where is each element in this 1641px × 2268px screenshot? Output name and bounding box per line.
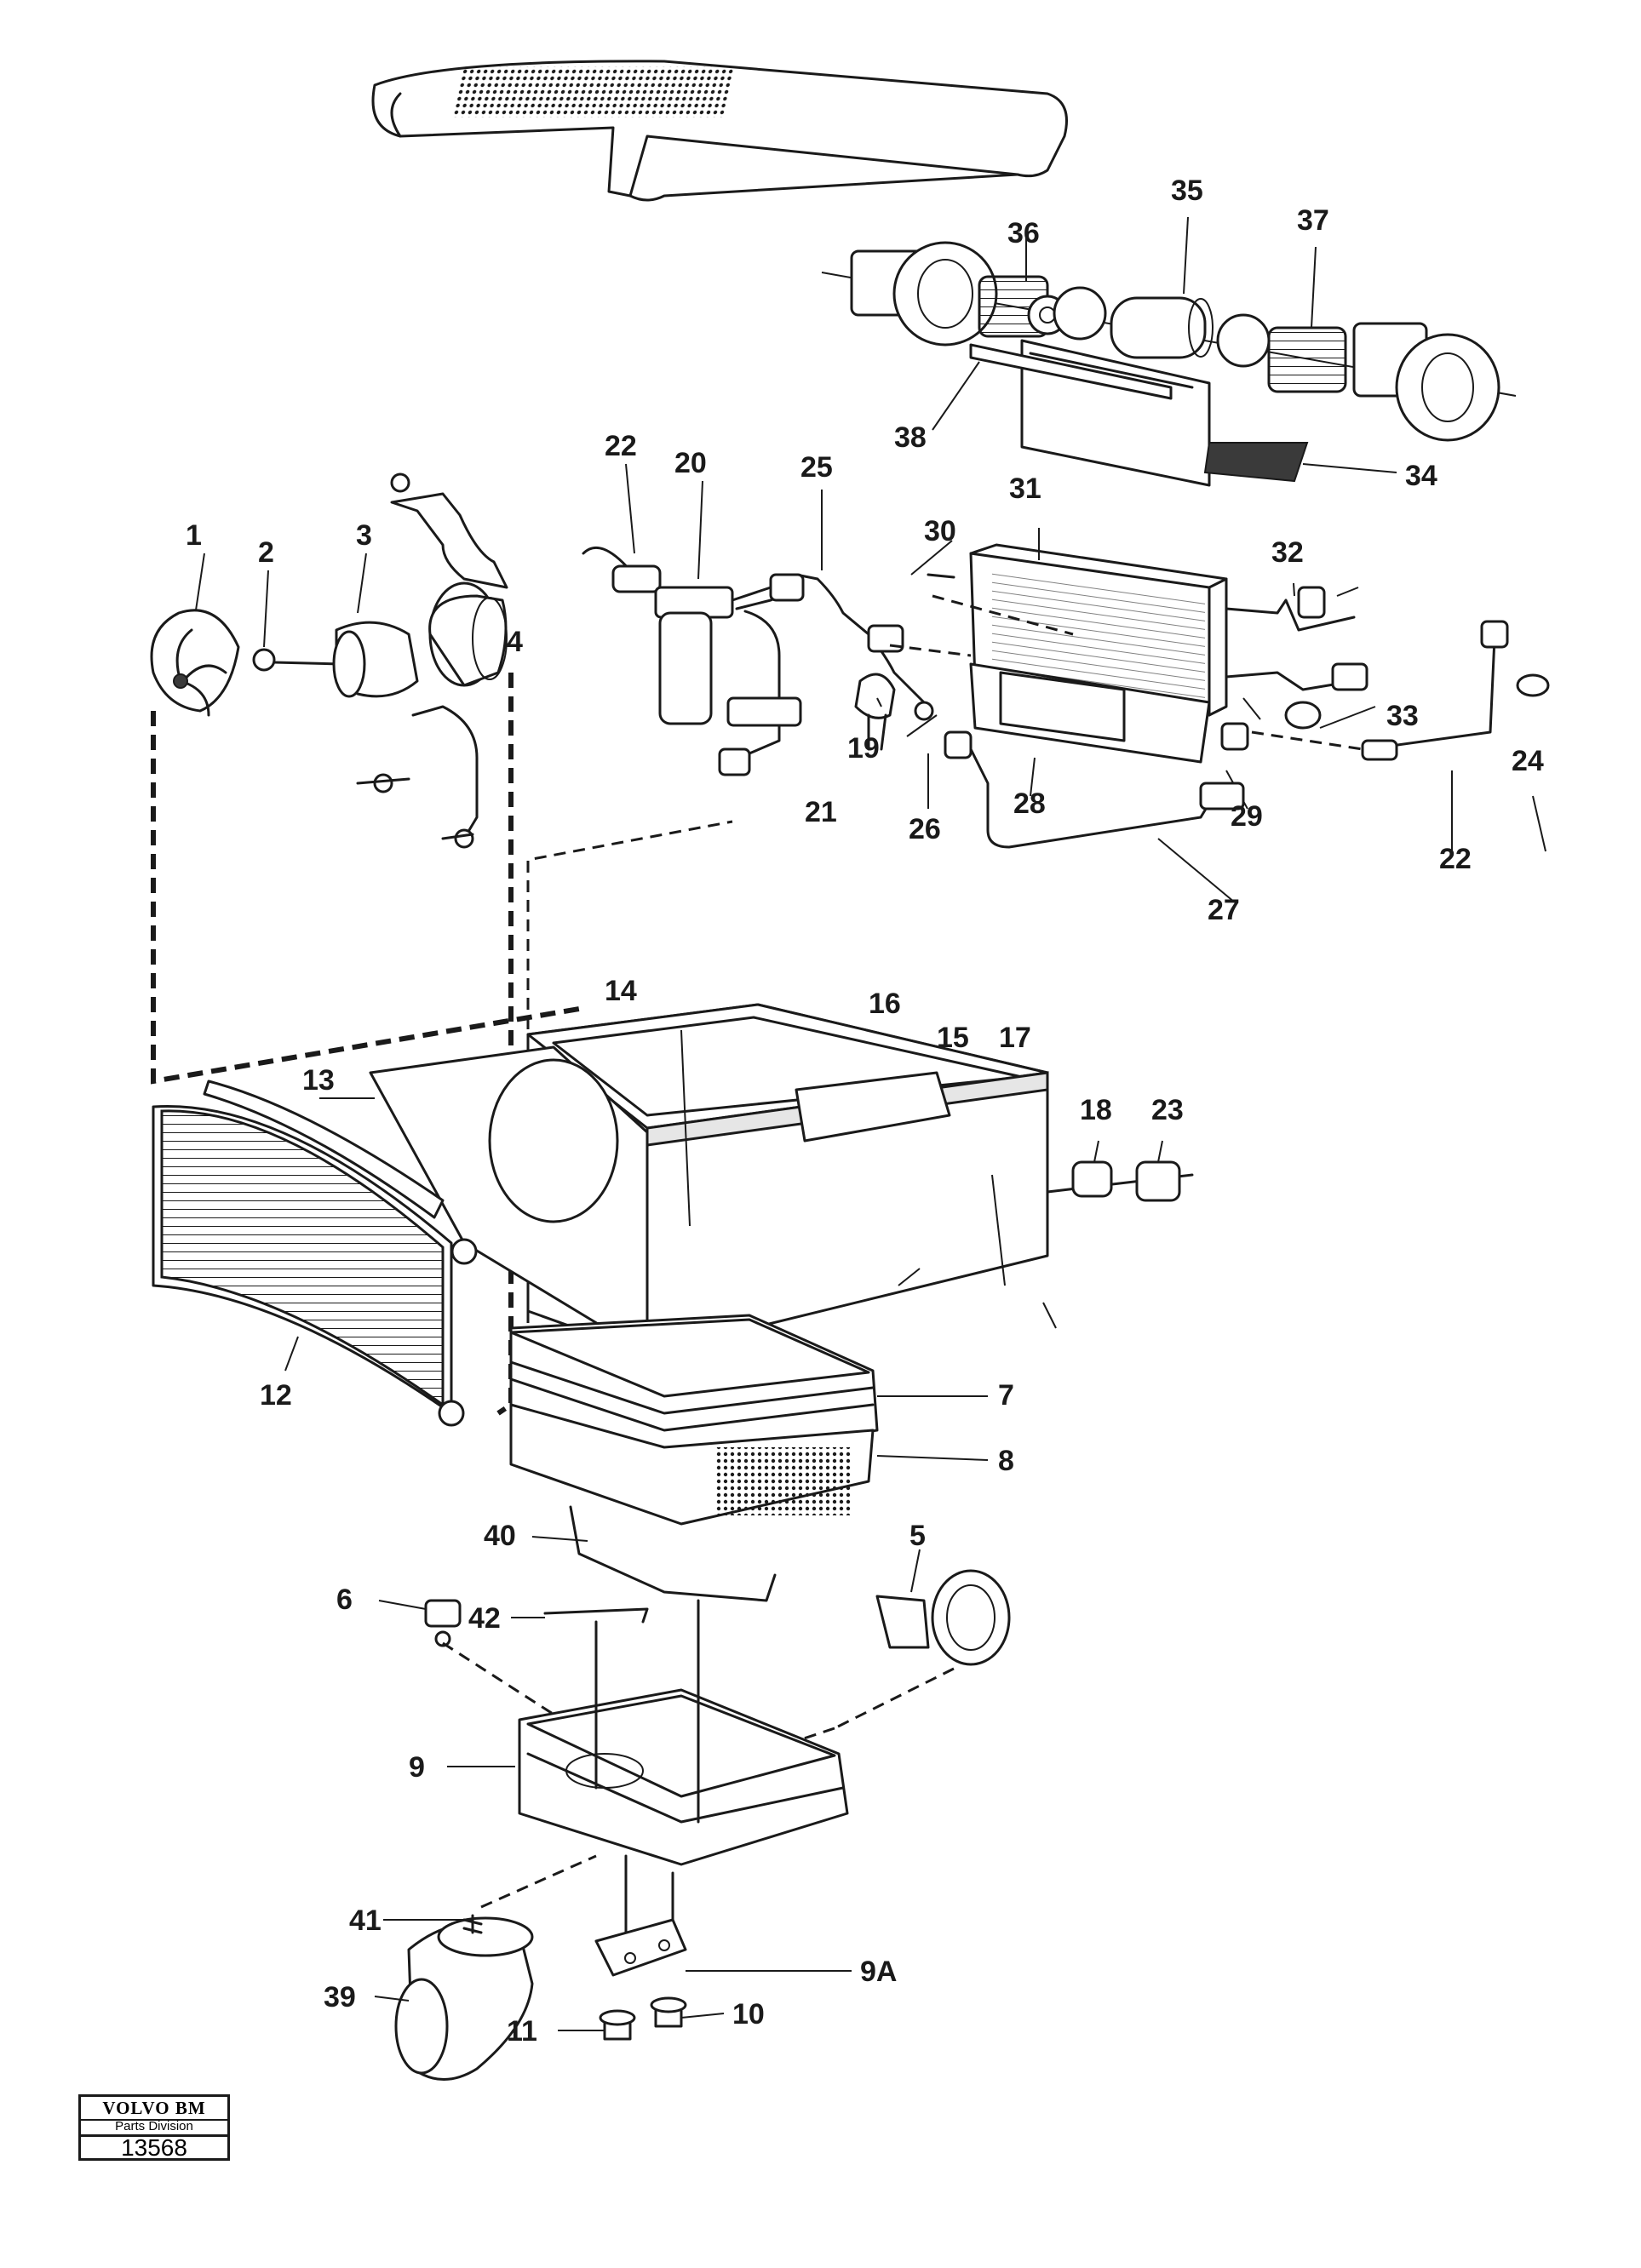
fan-motor-group (150, 472, 508, 849)
callout-24: 24 (1512, 745, 1544, 777)
callout-29: 29 (1231, 800, 1263, 833)
callout-14: 14 (605, 975, 637, 1007)
callout-40: 40 (484, 1520, 516, 1552)
callout-15: 15 (937, 1022, 969, 1054)
heater-core-group (889, 543, 1550, 764)
callout-12: 12 (260, 1379, 292, 1412)
callout-6: 6 (336, 1584, 353, 1616)
callout-32: 32 (1271, 536, 1304, 569)
callout-17: 17 (999, 1022, 1031, 1054)
callout-33: 33 (1386, 700, 1419, 732)
callout-3: 3 (356, 519, 372, 552)
callout-34: 34 (1405, 460, 1437, 492)
callout-25: 25 (800, 451, 833, 484)
callout-19: 19 (847, 732, 880, 765)
logo-division: Parts Division (81, 2119, 227, 2137)
callout-10: 10 (732, 1998, 765, 2030)
callout-labels: 1 2 3 4 5 6 7 8 9 9A 10 11 12 13 14 15 1… (186, 175, 1544, 2048)
callout-8: 8 (998, 1445, 1014, 1477)
leader-lines-lower (284, 1097, 1163, 2031)
callout-28: 28 (1013, 788, 1046, 820)
receiver-dryer-group (582, 546, 1245, 849)
callout-16: 16 (869, 988, 901, 1020)
callout-22b: 22 (1439, 843, 1472, 875)
volvo-bm-parts-stamp: VOLVO BM Parts Division 13568 (78, 2094, 230, 2161)
callout-1: 1 (186, 519, 202, 552)
leader-lines (191, 216, 1546, 903)
callout-39: 39 (324, 1981, 356, 2013)
callout-11: 11 (507, 2015, 537, 2048)
callout-31: 31 (1009, 472, 1041, 505)
logo-brand: VOLVO BM (81, 2097, 227, 2121)
callout-36: 36 (1007, 217, 1040, 249)
callout-9a: 9A (860, 1956, 897, 1988)
blower-assembly (821, 241, 1517, 487)
top-cover-plate (371, 60, 1068, 202)
callout-2: 2 (258, 536, 274, 569)
callout-18: 18 (1080, 1094, 1112, 1126)
lower-drain-group (394, 1505, 1011, 2081)
heater-housing (151, 673, 1194, 1526)
callout-27: 27 (1208, 894, 1240, 926)
callout-20: 20 (674, 447, 707, 479)
callout-9: 9 (409, 1751, 425, 1784)
callout-4: 4 (507, 626, 523, 658)
callout-37: 37 (1297, 204, 1329, 237)
callout-30: 30 (924, 515, 956, 547)
callout-38: 38 (894, 421, 927, 454)
callout-22a: 22 (605, 430, 637, 462)
callout-35: 35 (1171, 175, 1203, 207)
callout-13: 13 (302, 1064, 335, 1097)
callout-7: 7 (998, 1379, 1014, 1412)
callout-23: 23 (1151, 1094, 1184, 1126)
callout-41: 41 (349, 1904, 382, 1937)
callout-42: 42 (468, 1602, 501, 1635)
callout-21: 21 (805, 796, 837, 828)
callout-26: 26 (909, 813, 941, 845)
callout-5: 5 (909, 1520, 926, 1552)
drawing-number: 13568 (121, 2134, 187, 2161)
